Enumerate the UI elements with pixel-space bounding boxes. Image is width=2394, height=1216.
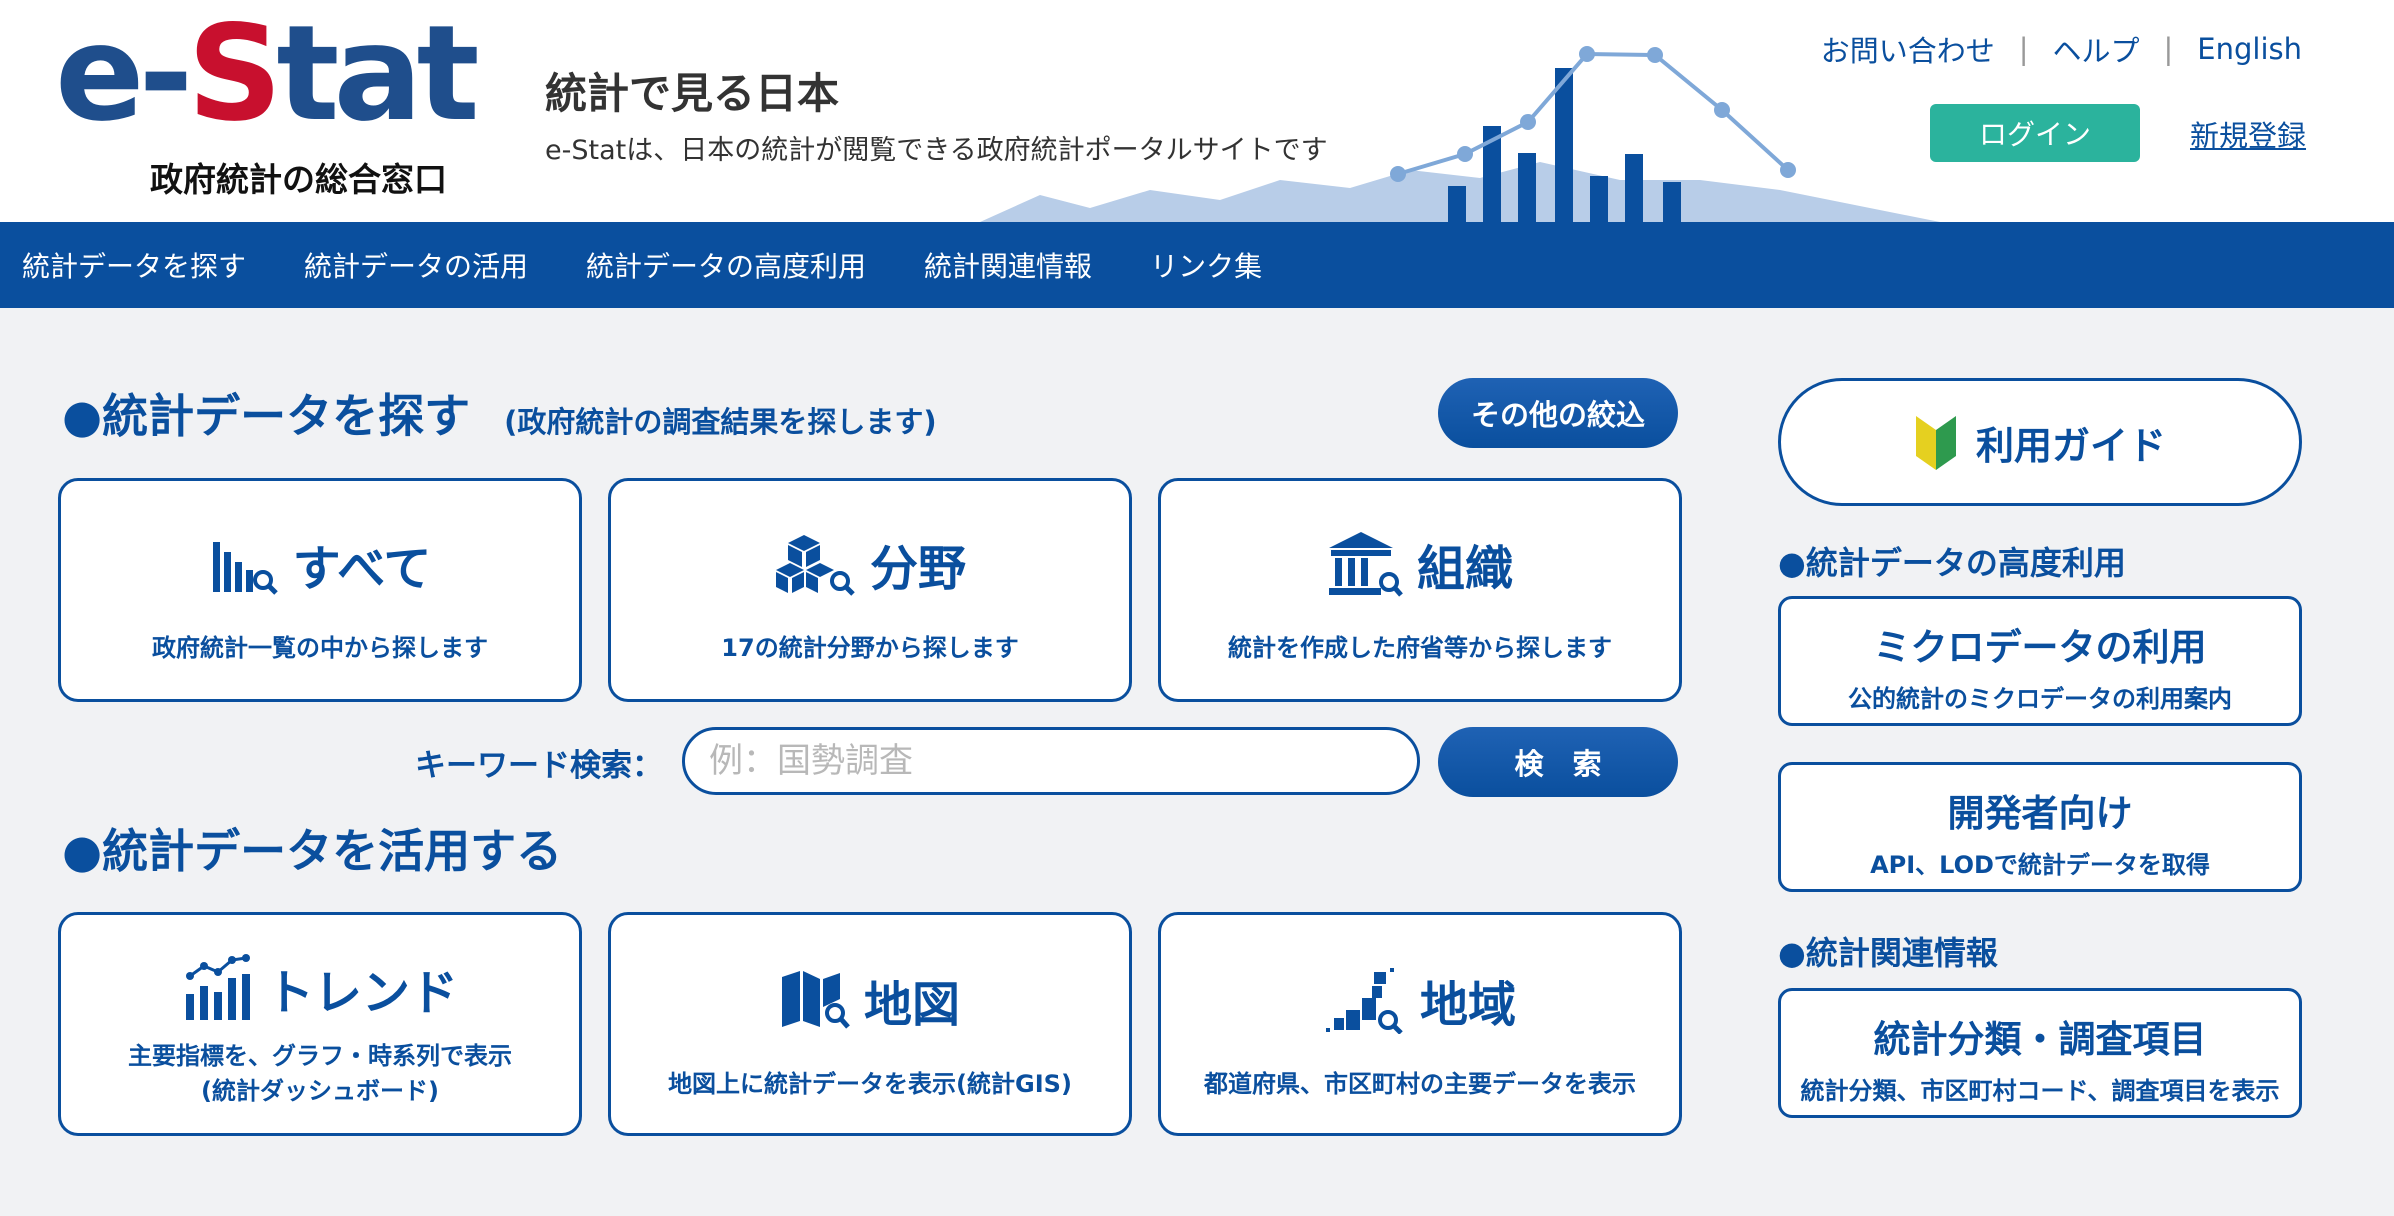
separator: | xyxy=(2018,32,2029,66)
search-section-title: ●統計データを探す xyxy=(62,389,471,443)
microdata-card[interactable]: ミクロデータの利用 公的統計のミクロデータの利用案内 xyxy=(1778,596,2302,726)
nav-item-advanced-use[interactable]: 統計データの高度利用 xyxy=(586,250,867,283)
classification-title: 統計分類・調査項目 xyxy=(1873,1018,2207,1061)
card-region-description: 都道府県、市区町村の主要データを表示 xyxy=(1204,1070,1636,1098)
usage-guide-label: 利用ガイド xyxy=(1975,423,2166,468)
site-title: 統計で見る日本 xyxy=(545,69,840,118)
search-button[interactable]: 検 索 xyxy=(1438,727,1678,797)
nav-item-links[interactable]: リンク集 xyxy=(1150,250,1263,283)
card-organization-title: 組織 xyxy=(1416,541,1513,597)
bar-chart-search-icon xyxy=(209,532,279,596)
card-organization[interactable]: 組織 統計を作成した府省等から探します xyxy=(1158,478,1682,702)
logo-wordmark: e-Stat xyxy=(55,0,480,151)
card-map-title: 地図 xyxy=(863,977,960,1033)
card-organization-description: 統計を作成した府省等から探します xyxy=(1228,634,1612,662)
login-button[interactable]: ログイン xyxy=(1930,104,2140,162)
usage-guide-button[interactable]: 利用ガイド xyxy=(1778,378,2302,506)
estat-logo[interactable]: e-Stat 政府統計の総合窓口 xyxy=(55,8,480,199)
utility-links: お問い合わせ | ヘルプ | English xyxy=(1821,28,2302,70)
card-region[interactable]: 地域 都道府県、市区町村の主要データを表示 xyxy=(1158,912,1682,1136)
keyword-search-input[interactable] xyxy=(682,727,1420,795)
site-description: e-Statは、日本の統計が閲覧できる政府統計ポータルサイトです xyxy=(545,135,1328,166)
card-trend-title: トレンド xyxy=(265,965,458,1021)
related-info-heading: ●統計関連情報 xyxy=(1778,934,1998,972)
card-map-description: 地図上に統計データを表示(統計GIS) xyxy=(668,1070,1072,1098)
separator: | xyxy=(2163,32,2174,66)
search-section-subtitle: (政府統計の調査結果を探します) xyxy=(504,405,937,439)
nav-item-use-data[interactable]: 統計データの活用 xyxy=(304,250,529,283)
card-region-title: 地域 xyxy=(1419,977,1516,1033)
english-link[interactable]: English xyxy=(2197,32,2302,66)
beginner-mark-icon xyxy=(1914,412,1958,472)
other-filter-button[interactable]: その他の絞込 xyxy=(1438,378,1678,448)
card-trend-description-line1: 主要指標を、グラフ・時系列で表示 xyxy=(128,1042,512,1070)
card-map[interactable]: 地図 地図上に統計データを表示(統計GIS) xyxy=(608,912,1132,1136)
use-section-title: ●統計データを活用する xyxy=(62,824,563,878)
card-all-description: 政府統計一覧の中から探します xyxy=(152,634,488,662)
developer-description: API、LODで統計データを取得 xyxy=(1870,851,2210,879)
developer-title: 開発者向け xyxy=(1947,792,2133,835)
card-field[interactable]: 分野 17の統計分野から探します xyxy=(608,478,1132,702)
classification-description: 統計分類、市区町村コード、調査項目を表示 xyxy=(1800,1077,2280,1105)
boxes-search-icon xyxy=(774,531,856,597)
contact-link[interactable]: お問い合わせ xyxy=(1820,34,1995,68)
nav-item-related-info[interactable]: 統計関連情報 xyxy=(924,250,1093,283)
search-section-heading: ●統計データを探す (政府統計の調査結果を探します) xyxy=(62,380,937,446)
trend-chart-icon xyxy=(182,954,252,1022)
microdata-description: 公的統計のミクロデータの利用案内 xyxy=(1848,685,2232,713)
card-all[interactable]: すべて 政府統計一覧の中から探します xyxy=(58,478,582,702)
map-search-icon xyxy=(780,969,850,1031)
help-link[interactable]: ヘルプ xyxy=(2052,34,2140,68)
region-search-icon xyxy=(1324,966,1406,1034)
developer-card[interactable]: 開発者向け API、LODで統計データを取得 xyxy=(1778,762,2302,892)
advanced-use-heading: ●統計データの高度利用 xyxy=(1778,544,2126,582)
logo-subtitle: 政府統計の総合窓口 xyxy=(150,160,447,199)
hero-chart-graphic xyxy=(980,46,1940,222)
card-field-description: 17の統計分野から探します xyxy=(721,634,1019,662)
card-trend[interactable]: トレンド 主要指標を、グラフ・時系列で表示 (統計ダッシュボード) xyxy=(58,912,582,1136)
microdata-title: ミクロデータの利用 xyxy=(1873,626,2207,669)
site-header: e-Stat 政府統計の総合窓口 統計で見る日本 e-Statは、日本の統計が閲… xyxy=(0,0,2394,222)
card-field-title: 分野 xyxy=(869,541,966,597)
register-link[interactable]: 新規登録 xyxy=(2190,119,2307,153)
main-nav: 統計データを探す 統計データの活用 統計データの高度利用 統計関連情報 リンク集 xyxy=(0,222,2394,308)
card-trend-description-line2: (統計ダッシュボード) xyxy=(201,1076,439,1105)
classification-card[interactable]: 統計分類・調査項目 統計分類、市区町村コード、調査項目を表示 xyxy=(1778,988,2302,1118)
card-trend-description: 主要指標を、グラフ・時系列で表示 (統計ダッシュボード) xyxy=(61,1039,579,1109)
card-all-title: すべて xyxy=(292,541,432,597)
building-search-icon xyxy=(1327,530,1403,598)
nav-item-search-data[interactable]: 統計データを探す xyxy=(22,250,247,283)
keyword-search-label: キーワード検索： xyxy=(415,748,663,784)
